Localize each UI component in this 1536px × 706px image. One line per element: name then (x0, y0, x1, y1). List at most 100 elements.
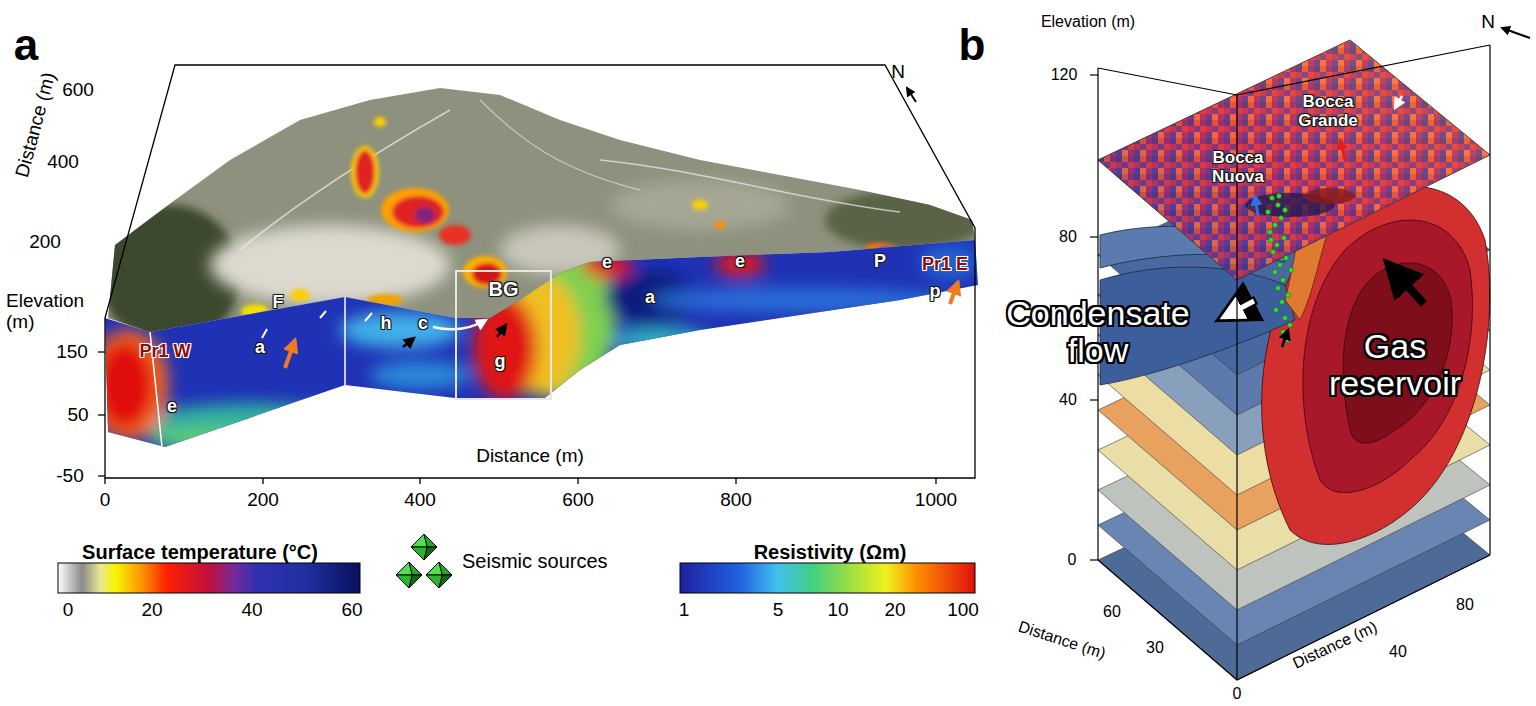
axis-title: Elevation (m) (1041, 13, 1135, 31)
bounding-box (98, 475, 105, 476)
bounding-box (98, 65, 975, 484)
north-label: N (891, 62, 905, 83)
octahedron-symbol (426, 562, 452, 588)
flow-arrow (262, 329, 267, 338)
thermal-anomaly (381, 188, 449, 232)
flow-arrow (1388, 264, 1424, 304)
octahedron-face (424, 547, 437, 560)
aerial-map (825, 190, 985, 250)
zone-label: a (645, 288, 655, 308)
octahedron-symbol (411, 534, 437, 560)
resistivity-section (473, 296, 537, 400)
resistivity-section (88, 240, 980, 452)
axis-tick: 0 (1068, 551, 1077, 569)
axis-tick: 400 (404, 490, 436, 511)
reservoir-label: Gas reservoir (1310, 328, 1480, 403)
thermal-anomaly (355, 150, 375, 194)
seismic-source (1275, 243, 1280, 248)
axis-tick: 60 (1103, 603, 1121, 621)
seismic-source (1277, 194, 1282, 199)
colorbar (58, 563, 360, 593)
thermal-anomaly (415, 207, 435, 223)
seismic-source (1284, 256, 1289, 261)
resistivity-section (610, 328, 710, 352)
aerial-map (480, 100, 640, 190)
axis-tick: 150 (56, 342, 88, 363)
colorbar-title: Resistivity (Ωm) (754, 541, 907, 563)
seismic-source (1281, 330, 1286, 335)
seismic-source (1276, 203, 1281, 208)
zone-label: P (874, 252, 886, 272)
colorbar-tick: 1 (679, 600, 690, 621)
vent-label: Bocca Grande (1283, 93, 1373, 130)
seismic-source-symbol (392, 532, 456, 590)
bounding-box (935, 478, 936, 484)
bounding-box (1090, 236, 1098, 237)
axis-tick: 120 (1051, 66, 1078, 84)
axis-tick: 200 (29, 232, 61, 253)
seismic-source (1276, 286, 1281, 291)
north-label: N (1481, 12, 1495, 33)
octahedron-face (424, 534, 437, 547)
flow-arrow (262, 88, 958, 368)
flow-arrow (285, 340, 295, 368)
zone-label: h (381, 314, 392, 334)
thermal-anomaly (692, 200, 708, 210)
zone-label: e (735, 252, 745, 272)
seismic-source (1266, 210, 1271, 215)
seismic-source (1273, 270, 1278, 275)
axis-tick: 0 (100, 490, 111, 511)
bounding-box (1090, 74, 1098, 75)
zone-label: e (167, 397, 177, 417)
bounding-box (1489, 45, 1490, 555)
colorbar-tick: 20 (884, 600, 905, 621)
bounding-box (1098, 555, 1490, 680)
axis-tick: 40 (1059, 391, 1077, 409)
flow-arrow (1222, 300, 1256, 318)
thermal-anomaly (374, 117, 386, 127)
seismic-source (1280, 300, 1285, 305)
zone-label: c (418, 314, 428, 334)
colorbar-tick: 20 (141, 600, 162, 621)
bounding-box (105, 65, 975, 478)
zone-label: g (495, 352, 506, 372)
aerial-map (500, 225, 620, 275)
flow-arrow (907, 88, 916, 102)
axis-tick: 80 (1059, 228, 1077, 246)
zone-label: F (273, 293, 284, 313)
flow-arrow (1224, 301, 1254, 317)
bounding-box (1098, 45, 1490, 95)
flow-arrow (403, 338, 414, 347)
axis-tick: 0 (1233, 685, 1242, 703)
thermal-surface (1305, 188, 1355, 204)
axis-tick: 800 (720, 490, 752, 511)
resistivity-section (344, 297, 346, 385)
flow-arrow (1222, 28, 1530, 347)
colorbar-tick: 0 (63, 600, 74, 621)
resistivity-section (715, 252, 765, 276)
bounding-box (1090, 559, 1098, 560)
aerial-map (600, 160, 900, 212)
seismic-source (1269, 238, 1274, 243)
seismic-source (1289, 268, 1294, 273)
panel-letter: b (959, 21, 986, 69)
flow-arrow (497, 325, 506, 337)
thermal-anomaly (392, 196, 444, 228)
vent-label: Bocca Nuova (1198, 149, 1278, 186)
axis-tick: 30 (1146, 639, 1164, 657)
legend-entry: Seismic sources (392, 532, 608, 590)
colorbar-tick: 5 (773, 600, 784, 621)
seismic-source (1271, 250, 1276, 255)
axis-tick: 40 (1389, 643, 1407, 661)
seismic-source (1283, 316, 1288, 321)
zone-label: BG (457, 272, 550, 300)
seismic-source (1274, 308, 1279, 313)
bounding-box (98, 351, 105, 352)
bounding-box (735, 478, 736, 484)
flow-label: Condensate flow (993, 295, 1203, 370)
colorbar-tick: 60 (341, 600, 362, 621)
axis-title: Distance (m) (476, 446, 584, 467)
seismic-source (1268, 230, 1273, 235)
seismic-source (1288, 323, 1293, 328)
